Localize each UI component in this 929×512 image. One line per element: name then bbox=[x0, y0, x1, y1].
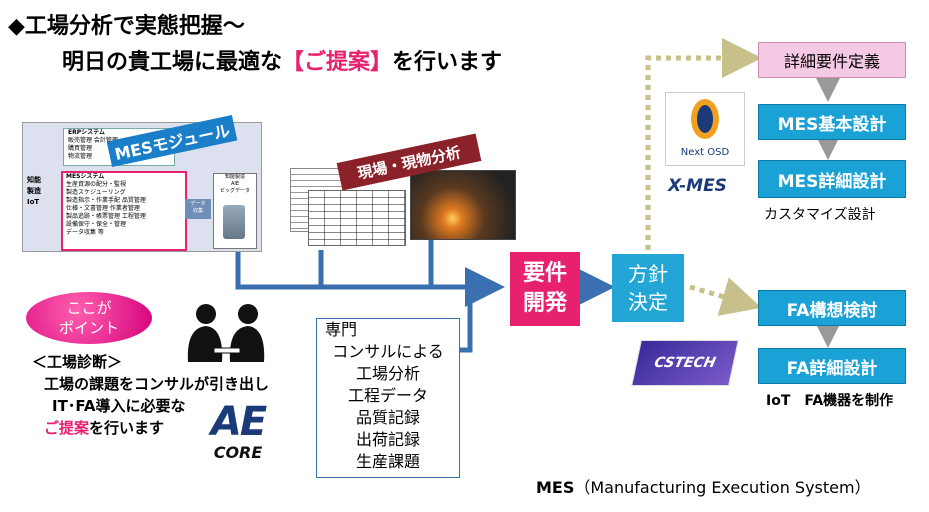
page-title-line2: 明日の貴工場に最適な【ご提案】を行います bbox=[62, 44, 502, 76]
consult-line: コンサルによる bbox=[332, 342, 444, 361]
policy-line1: 方針 bbox=[628, 262, 668, 286]
aecore-logo-bottom: CORE bbox=[213, 443, 263, 462]
mes-definition: MES（Manufacturing Execution System） bbox=[536, 474, 871, 498]
nextosd-logo-mark bbox=[691, 99, 719, 139]
database-icon bbox=[223, 205, 245, 239]
aecore-logo-top: AE bbox=[210, 399, 267, 445]
feed-line-main bbox=[235, 250, 505, 307]
title-text-post: を行います bbox=[392, 50, 503, 75]
mes-system-title: MESシステム bbox=[66, 173, 105, 180]
diagnosis-highlight: ご提案 bbox=[44, 419, 90, 437]
erp-item: 販売管理 会計管理 bbox=[68, 137, 118, 144]
nextosd-logo-text: Next OSD bbox=[680, 147, 730, 158]
diagnosis-post: を行います bbox=[89, 419, 165, 437]
factory-photo bbox=[410, 170, 516, 240]
erp-item: 購買管理 bbox=[68, 145, 93, 152]
title-text-pre: 明日の貴工場に最適な bbox=[62, 50, 283, 75]
meeting-people-icon bbox=[187, 304, 265, 362]
mes-item: 設備保守・保全・管理 bbox=[66, 221, 127, 228]
aecore-logo: AE CORE bbox=[196, 400, 280, 464]
data-collect-arrow: データ 収集 bbox=[185, 199, 211, 219]
point-bubble: ここが ポイント bbox=[26, 292, 152, 344]
diagnosis-line1: 工場の課題をコンサルが引き出し bbox=[44, 375, 270, 393]
customize-label: カスタマイズ設計 bbox=[764, 207, 876, 223]
mes-item: データ収集 等 bbox=[66, 229, 104, 236]
title-highlight: 【ご提案】 bbox=[282, 50, 393, 75]
consult-line: 専門 bbox=[325, 320, 358, 339]
consult-line: 生産課題 bbox=[355, 452, 420, 471]
mes-item: 生産資源の配分・監視 bbox=[66, 181, 127, 188]
page-title-line1: ◆工場分析で実態把握～ bbox=[8, 14, 245, 39]
mes-abbr: MES bbox=[536, 478, 575, 497]
detail-requirements-box: 詳細要件定義 bbox=[758, 42, 906, 78]
dotted-to-detail-req bbox=[645, 38, 762, 260]
consult-line: 工場分析 bbox=[355, 364, 420, 383]
requirements-box: 要件 開発 bbox=[510, 252, 580, 326]
cstech-logo: CSTECH bbox=[631, 340, 739, 386]
erp-title: ERPシステム bbox=[68, 129, 105, 136]
mes-basic-design-box: MES基本設計 bbox=[758, 104, 906, 140]
feed-line-consult bbox=[458, 290, 473, 353]
consult-line: 工程データ bbox=[347, 386, 428, 405]
mes-detail-design-box: MES詳細設計 bbox=[758, 160, 906, 198]
fa-detail-design-box: FA詳細設計 bbox=[758, 348, 906, 384]
diagnosis-title: ＜工場診断＞ bbox=[32, 353, 123, 371]
xmes-logo: X-MES bbox=[668, 176, 727, 196]
mes-system-box: MESシステム 生産資源の配分・監視 製造スケジューリング 製造指示・作業手配 … bbox=[61, 171, 187, 251]
policy-box: 方針 決定 bbox=[612, 254, 684, 322]
point-line2: ポイント bbox=[58, 319, 119, 337]
consult-line: 出荷記録 bbox=[355, 430, 420, 449]
req-line1: 要件 bbox=[522, 261, 567, 286]
spreadsheet-thumbnail bbox=[308, 190, 406, 246]
mes-item: 製造スケジューリング bbox=[66, 189, 126, 196]
erp-item: 物流管理 bbox=[68, 153, 93, 160]
fa-note-label: IoT FA機器を制作 bbox=[766, 393, 894, 409]
consult-line: 品質記録 bbox=[355, 408, 420, 427]
diagnosis-line2: IT･FA導入に必要な bbox=[52, 397, 186, 415]
point-line1: ここが bbox=[66, 299, 112, 317]
mes-item: 仕様・文書管理 作業者管理 bbox=[66, 205, 140, 212]
diagnosis-line3: ご提案を行います bbox=[44, 418, 164, 439]
consult-box: 専門 コンサルによる 工場分析 工程データ 品質記録 出荷記録 生産課題 bbox=[316, 318, 460, 478]
policy-line2: 決定 bbox=[628, 290, 668, 314]
mes-full: （Manufacturing Execution System） bbox=[574, 478, 871, 497]
nextosd-logo: Next OSD bbox=[665, 92, 745, 166]
side-label: 知能 製造 IoT bbox=[27, 176, 41, 206]
fa-plan-box: FA構想検討 bbox=[758, 290, 906, 326]
mes-item: 製造指示・作業手配 品質管理 bbox=[66, 197, 146, 204]
mes-item: 製品追跡・帳票管理 工程管理 bbox=[66, 213, 146, 220]
req-line2: 開発 bbox=[522, 291, 567, 316]
dotted-to-fa bbox=[689, 277, 762, 316]
